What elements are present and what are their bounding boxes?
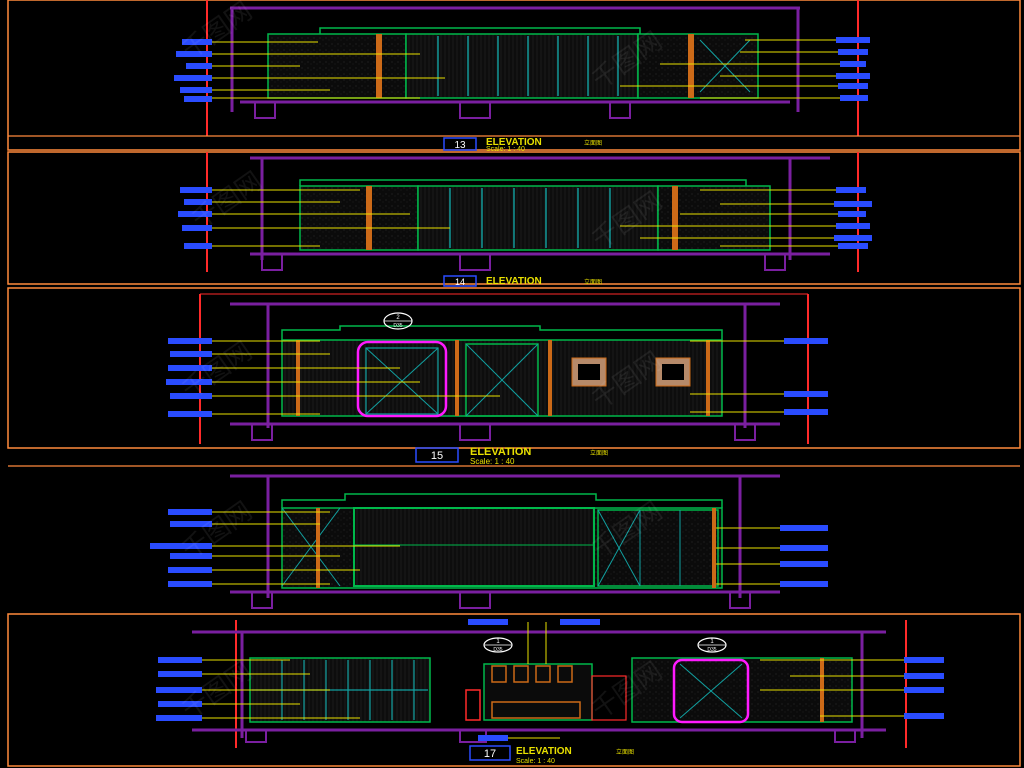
section-marker: 2 D35	[383, 312, 413, 330]
door-highlight	[672, 658, 750, 724]
svg-text:D35: D35	[393, 323, 402, 329]
elevation-subtitle: 立面图	[584, 278, 602, 286]
elevation-title: ELEVATION	[516, 746, 572, 757]
tv-wall	[353, 507, 595, 587]
slab-outline	[250, 156, 830, 260]
wall-panel-right	[637, 33, 759, 99]
title-block-17: 17 ELEVATION 立面图 Scale: 1 : 40	[469, 745, 634, 765]
title-block-14: 14 ELEVATION 立面图	[443, 275, 602, 287]
elevation-title: ELEVATION	[486, 276, 542, 287]
elevation-scale: Scale: 1 : 40	[470, 457, 515, 466]
section-marker: 1 D35	[483, 637, 513, 653]
bar-counter	[483, 663, 593, 721]
elevation-number: 14	[455, 277, 465, 287]
elevation-number: 13	[454, 140, 466, 151]
svg-text:2: 2	[396, 315, 400, 321]
svg-text:1: 1	[710, 639, 714, 645]
glass-wall	[405, 33, 639, 99]
elevation-scale: Scale: 1 : 40	[516, 758, 555, 765]
elevation-14: 14 ELEVATION 立面图	[7, 151, 1021, 287]
annotation-tags-left	[174, 39, 212, 102]
elevation-title: ELEVATION	[470, 446, 531, 458]
svg-text:千图网: 千图网	[177, 336, 258, 405]
door-highlight	[356, 340, 448, 418]
elevation-subtitle: 立面图	[590, 449, 608, 457]
elevation-17: 1 D35 1 D35 17 ELE	[7, 613, 1021, 767]
svg-text:千图网: 千图网	[177, 496, 258, 565]
sheet-border	[7, 0, 1021, 151]
slab-outline	[192, 630, 886, 738]
elevation-13: 13 ELEVATION 立面图 Scale: 1 : 40	[7, 0, 1021, 153]
glass-door	[465, 343, 539, 417]
slab-outline	[230, 302, 780, 428]
slab-outline	[230, 6, 800, 112]
annotation-tags-right	[836, 37, 870, 101]
slab-outline	[230, 474, 780, 598]
elevation-number: 17	[484, 748, 496, 760]
svg-text:D35: D35	[707, 647, 716, 653]
elevation-15: 2 D35 15 ELEVATION 立面图 Scale: 1 : 40	[7, 287, 1021, 466]
svg-text:D35: D35	[493, 647, 502, 653]
wall-panel	[281, 339, 723, 417]
svg-text:千图网: 千图网	[177, 0, 258, 66]
elevation-title: ELEVATION	[486, 137, 542, 148]
elevation-number-box	[443, 137, 477, 151]
section-marker: 1 D35	[697, 637, 727, 653]
svg-text:1: 1	[496, 639, 500, 645]
elevation-scale: Scale: 1 : 40	[486, 146, 525, 153]
title-block-13: 13 ELEVATION 立面图 Scale: 1 : 40	[443, 137, 602, 153]
glass-wall	[417, 185, 659, 251]
elevation-16	[8, 465, 1020, 609]
elevation-subtitle: 立面图	[616, 748, 634, 756]
elevation-number: 15	[431, 450, 443, 462]
title-block-15: 15 ELEVATION 立面图 Scale: 1 : 40	[415, 446, 608, 466]
elevation-subtitle: 立面图	[584, 139, 602, 147]
